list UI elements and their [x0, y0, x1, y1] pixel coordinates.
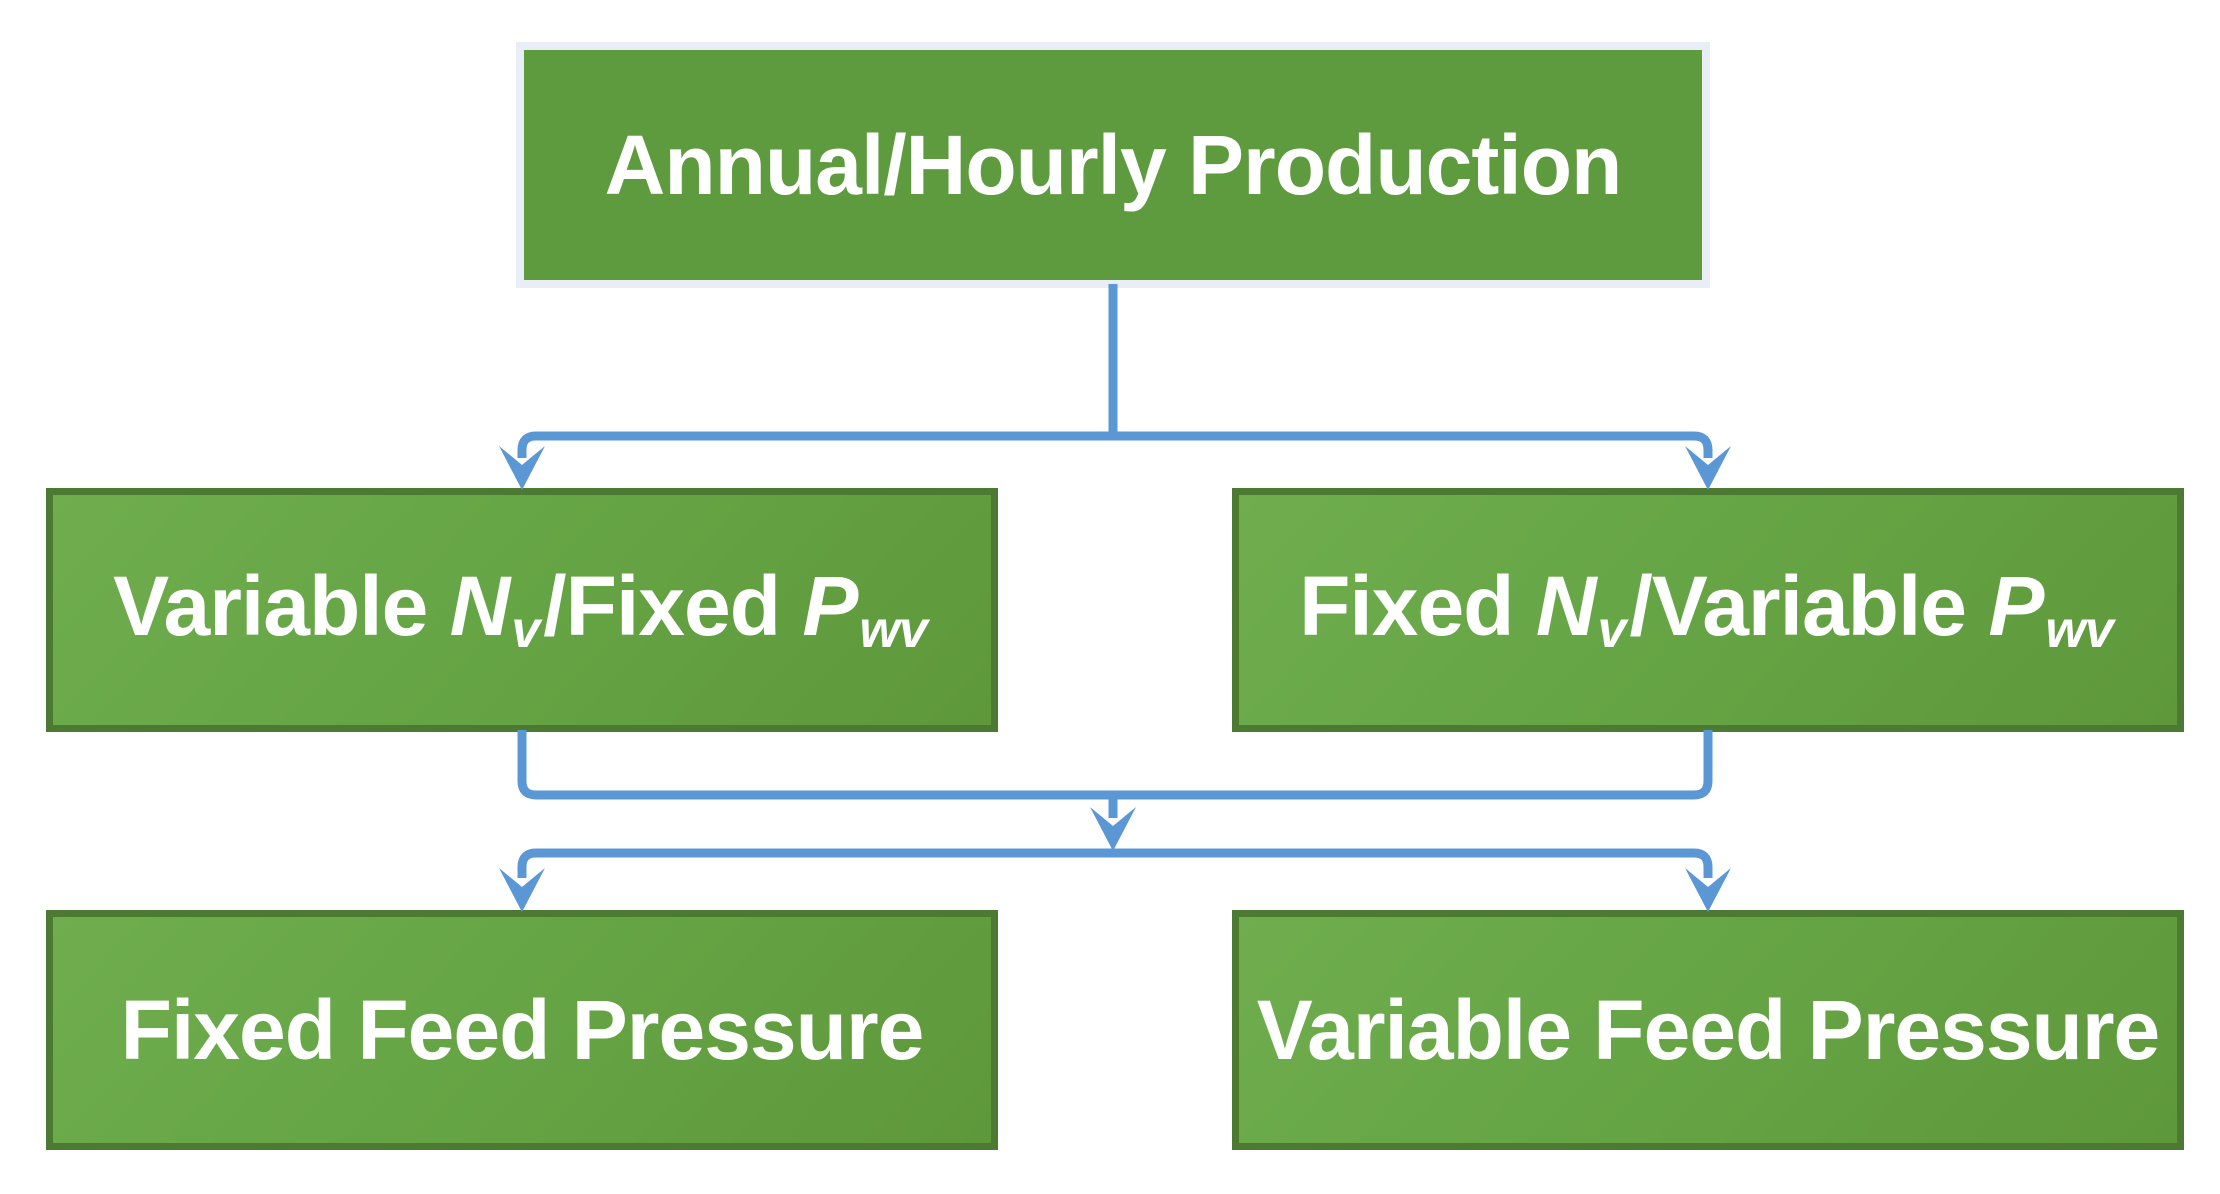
node-label: Variable Feed Pressure — [1256, 983, 2161, 1077]
arrowhead-down-icon — [499, 868, 545, 912]
edge-bottom-elbow — [517, 848, 1713, 878]
connector-top-split — [499, 284, 1731, 490]
node-label: Annual/Hourly Production — [604, 118, 1623, 212]
edge-root-elbow — [517, 431, 1713, 458]
arrowhead-down-icon — [1090, 807, 1136, 851]
arrowhead-down-icon — [1685, 868, 1731, 912]
edge-merge-elbow — [517, 730, 1713, 800]
connector-merge — [517, 730, 1713, 851]
node-label: Fixed Nv/Variable Pwv — [1299, 558, 2114, 660]
arrowhead-down-icon — [1685, 446, 1731, 490]
node-fixed-feed-pressure: Fixed Feed Pressure — [46, 910, 998, 1150]
arrowhead-down-icon — [499, 446, 545, 490]
node-label: Variable Nv/Fixed Pwv — [113, 558, 928, 660]
node-annual-hourly-production: Annual/Hourly Production — [516, 42, 1710, 288]
node-label: Fixed Feed Pressure — [120, 983, 925, 1077]
connector-bottom-split — [499, 848, 1731, 912]
node-fixed-nv-variable-pwv: Fixed Nv/Variable Pwv — [1232, 488, 2184, 732]
node-variable-feed-pressure: Variable Feed Pressure — [1232, 910, 2184, 1150]
node-variable-nv-fixed-pwv: Variable Nv/Fixed Pwv — [46, 488, 998, 732]
